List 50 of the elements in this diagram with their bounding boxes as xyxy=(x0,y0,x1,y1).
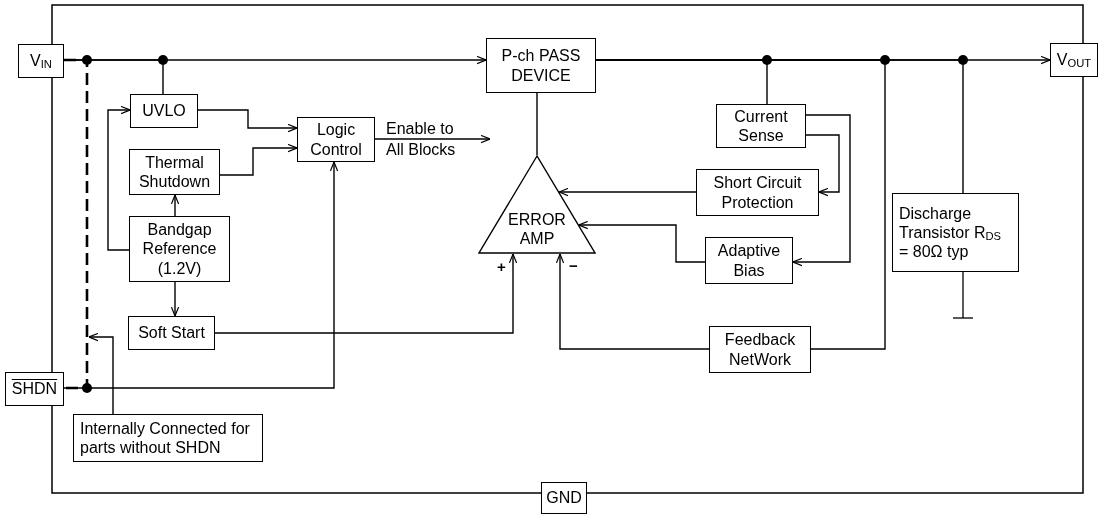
block-label: Logic Control xyxy=(309,120,363,159)
connector-arrow xyxy=(219,143,298,176)
block-box xyxy=(130,94,198,128)
block-label: Adaptive Bias xyxy=(716,241,782,280)
pin-box xyxy=(1050,43,1098,77)
connector-arrow xyxy=(170,194,180,217)
block-box xyxy=(486,38,596,93)
block-label: Soft Start xyxy=(138,323,205,343)
block-box xyxy=(128,316,215,350)
block-label: Short Circuit Protection xyxy=(712,173,803,212)
block-label: Bandgap Reference (1.2V) xyxy=(141,220,218,278)
connector-arrow xyxy=(555,253,710,350)
connector-arrow xyxy=(88,332,114,415)
block-label: Feedback NetWork xyxy=(723,330,797,369)
edge-label: Enable to All Blocks xyxy=(386,119,457,160)
block-box xyxy=(705,237,793,284)
block-box xyxy=(892,193,1019,272)
connector-arrow xyxy=(170,281,180,317)
block-box xyxy=(129,216,230,282)
input-polarity-sign: + xyxy=(497,259,506,274)
connector-arrow xyxy=(63,161,339,389)
pin-box xyxy=(5,372,64,406)
connector-arrow xyxy=(558,187,697,197)
block-label: UVLO xyxy=(142,101,186,121)
block-box xyxy=(297,117,375,162)
block-label: Internally Connected for parts without SHDN xyxy=(80,418,251,458)
block-label: ERROR AMP xyxy=(507,209,567,248)
connector-arrow xyxy=(792,114,851,267)
input-polarity-sign: − xyxy=(569,258,578,273)
block-box xyxy=(73,414,263,462)
connector-arrow xyxy=(107,105,131,251)
block-box xyxy=(709,326,811,373)
pin-box xyxy=(18,44,64,78)
block-label: P-ch PASS DEVICE xyxy=(500,46,582,85)
block-label: Thermal Shutdown xyxy=(137,152,212,192)
block-label: GND xyxy=(546,488,582,508)
connector-arrow xyxy=(578,220,706,263)
pin-box xyxy=(541,482,587,514)
block-box xyxy=(129,149,220,195)
block-label: Discharge Transistor R$_{DS}$ = 80Ω typ xyxy=(899,203,1003,262)
block-box xyxy=(696,169,819,216)
block-label: V$_{IN}$ xyxy=(30,51,52,71)
connector-arrow xyxy=(374,134,491,144)
connector-arrow xyxy=(214,253,518,334)
block-label: V$_{OUT}$ xyxy=(1056,50,1092,70)
connector-arrow xyxy=(805,134,840,197)
block-box xyxy=(716,104,806,148)
block-label: SHDN xyxy=(11,379,58,399)
block-label: Current Sense xyxy=(733,106,789,146)
connector-arrow xyxy=(197,109,298,133)
